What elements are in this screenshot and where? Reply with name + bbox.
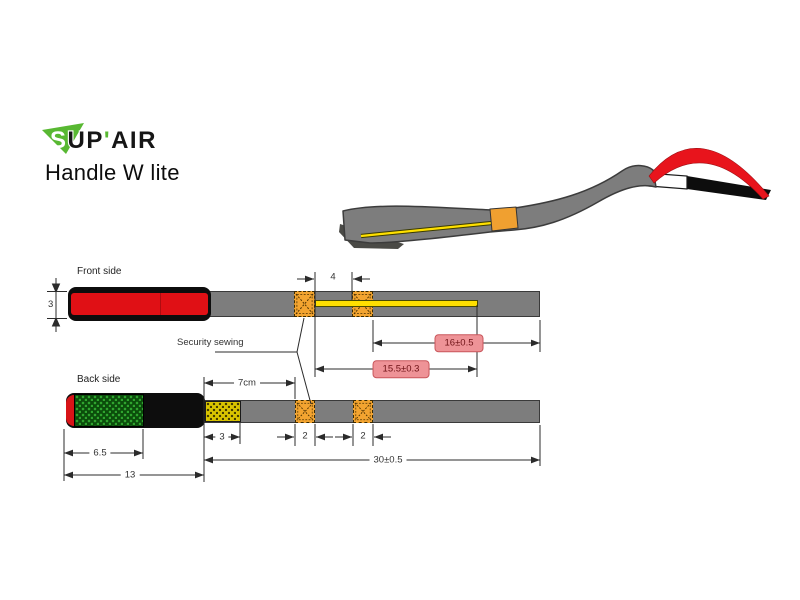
- supair-logo: SUP'AIR: [42, 123, 157, 155]
- dim-badge-15-5: 15.5±0.3: [372, 360, 430, 378]
- yellow-cord-3d-fill: [360, 221, 493, 238]
- green-mesh-grip: [74, 394, 144, 427]
- dim-badge-16: 16±0.5: [434, 334, 484, 352]
- dim-strap-height: 3: [48, 299, 54, 310]
- front-handle-red-core: [71, 293, 208, 315]
- logo-text: SUP'AIR: [50, 127, 157, 154]
- dim-7cm: 7cm: [234, 377, 260, 389]
- handle-3d-render: [339, 148, 771, 249]
- handle-seam: [160, 293, 162, 315]
- yellow-mesh-segment: [205, 401, 241, 422]
- dim-handle-length: 13: [120, 469, 140, 481]
- back-handle-grip: [66, 393, 205, 428]
- front-handle-grip: [68, 287, 211, 321]
- dim-patch2-width: 2: [360, 430, 366, 442]
- logo-triangle-icon: [42, 123, 84, 154]
- webbing-black-3d: [687, 176, 771, 200]
- dim-total-length: 30±0.5: [369, 454, 407, 466]
- dim-patch1-width: 2: [302, 430, 308, 442]
- yellow-drawcord: [315, 300, 478, 307]
- security-sewing-patch-back-2: [353, 400, 373, 423]
- security-sewing-label: Security sewing: [177, 337, 244, 348]
- front-side-label: Front side: [77, 266, 122, 277]
- sewing-x-pattern: [296, 402, 314, 421]
- dim-mesh-width: 3: [215, 431, 229, 443]
- sewing-x-pattern: [354, 402, 372, 421]
- strap-body-3d: [342, 164, 657, 244]
- dim-patch-gap: 4: [330, 271, 336, 283]
- red-loop-3d: [648, 148, 770, 200]
- sewing-patch-3d: [489, 206, 519, 232]
- back-side-label: Back side: [77, 374, 121, 385]
- dim-green-length: 6.5: [89, 447, 111, 459]
- security-sewing-patch-back-1: [295, 400, 315, 423]
- page-title: Handle W lite: [45, 160, 180, 185]
- security-sewing-patch-front-1: [294, 291, 315, 317]
- sewing-x-pattern: [295, 293, 314, 315]
